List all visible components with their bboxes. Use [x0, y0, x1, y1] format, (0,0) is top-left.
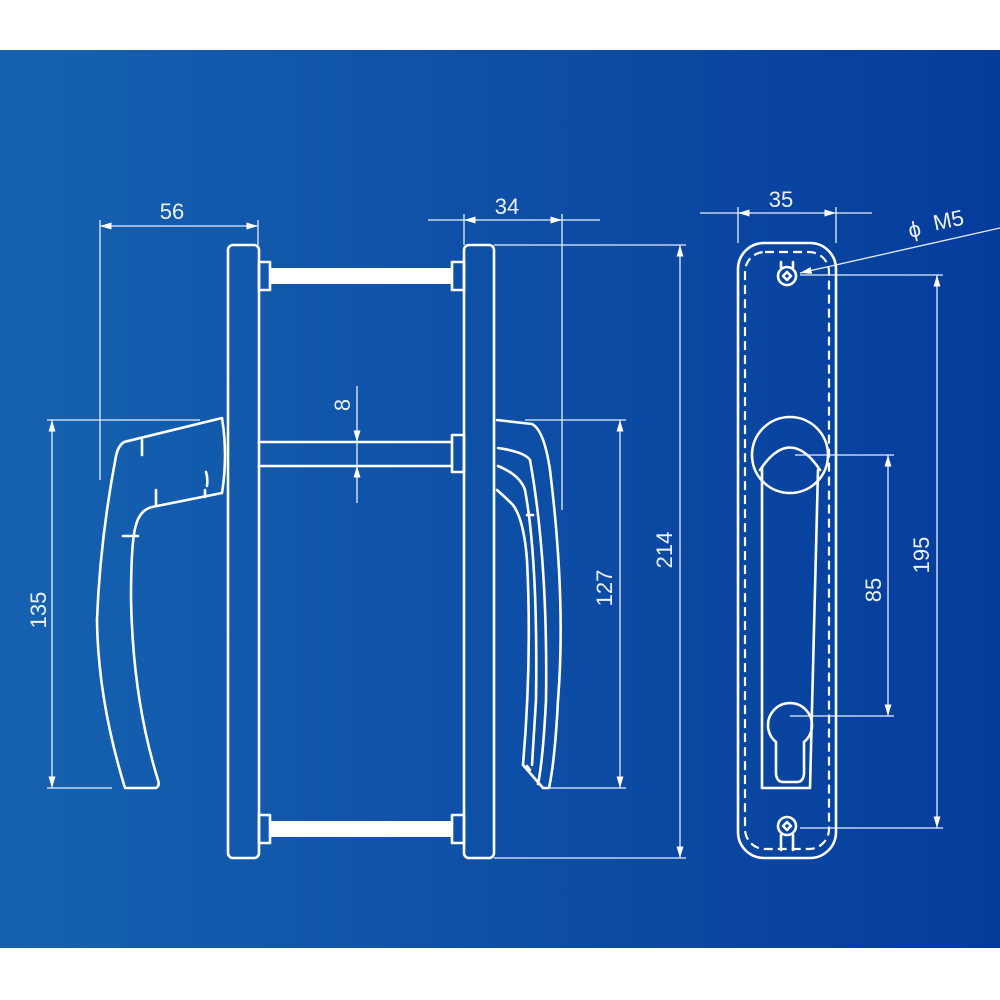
right-plate [462, 243, 496, 860]
dim-56-label: 56 [160, 199, 184, 224]
top-bolt-head-right [450, 260, 466, 292]
blueprint-background [0, 50, 1000, 948]
dim-85-label: 85 [861, 578, 886, 602]
dim-m5-label: M5 [931, 205, 966, 236]
front-view [736, 241, 838, 860]
dim-35-label: 35 [769, 187, 793, 212]
top-screw-icon [776, 265, 798, 287]
side-view [95, 243, 562, 860]
right-handle-details [496, 446, 548, 786]
dim-8-label: 8 [330, 399, 355, 411]
handle-rose-inner [758, 446, 822, 472]
escutcheon-plate [736, 241, 838, 860]
left-handle-details [121, 438, 209, 538]
left-plate [226, 243, 261, 860]
left-handle [95, 416, 227, 790]
handle-neck [760, 466, 820, 790]
bottom-bolt [270, 821, 452, 837]
top-screw-detail [779, 260, 795, 282]
dimensions: 56 135 34 8 127 214 35 ϕ M5 195 85 [26, 187, 1000, 859]
spindle-nut [450, 433, 466, 474]
bottom-bolt-head-right [450, 813, 466, 845]
m5-leader [799, 227, 1000, 274]
bottom-screw-detail [779, 820, 795, 852]
plate-inner-dashed [743, 250, 831, 851]
m5-callout: ϕ M5 [906, 205, 966, 243]
cylinder-keyhole [766, 701, 814, 784]
dim-214-label: 214 [652, 532, 677, 569]
diameter-symbol: ϕ [906, 216, 923, 243]
dim-135-label: 135 [26, 592, 51, 629]
dim-195-label: 195 [909, 537, 934, 574]
top-bolt [270, 268, 452, 284]
bottom-screw-icon [776, 815, 798, 837]
dim-127-label: 127 [592, 570, 617, 607]
dim-34-label: 34 [495, 194, 519, 219]
